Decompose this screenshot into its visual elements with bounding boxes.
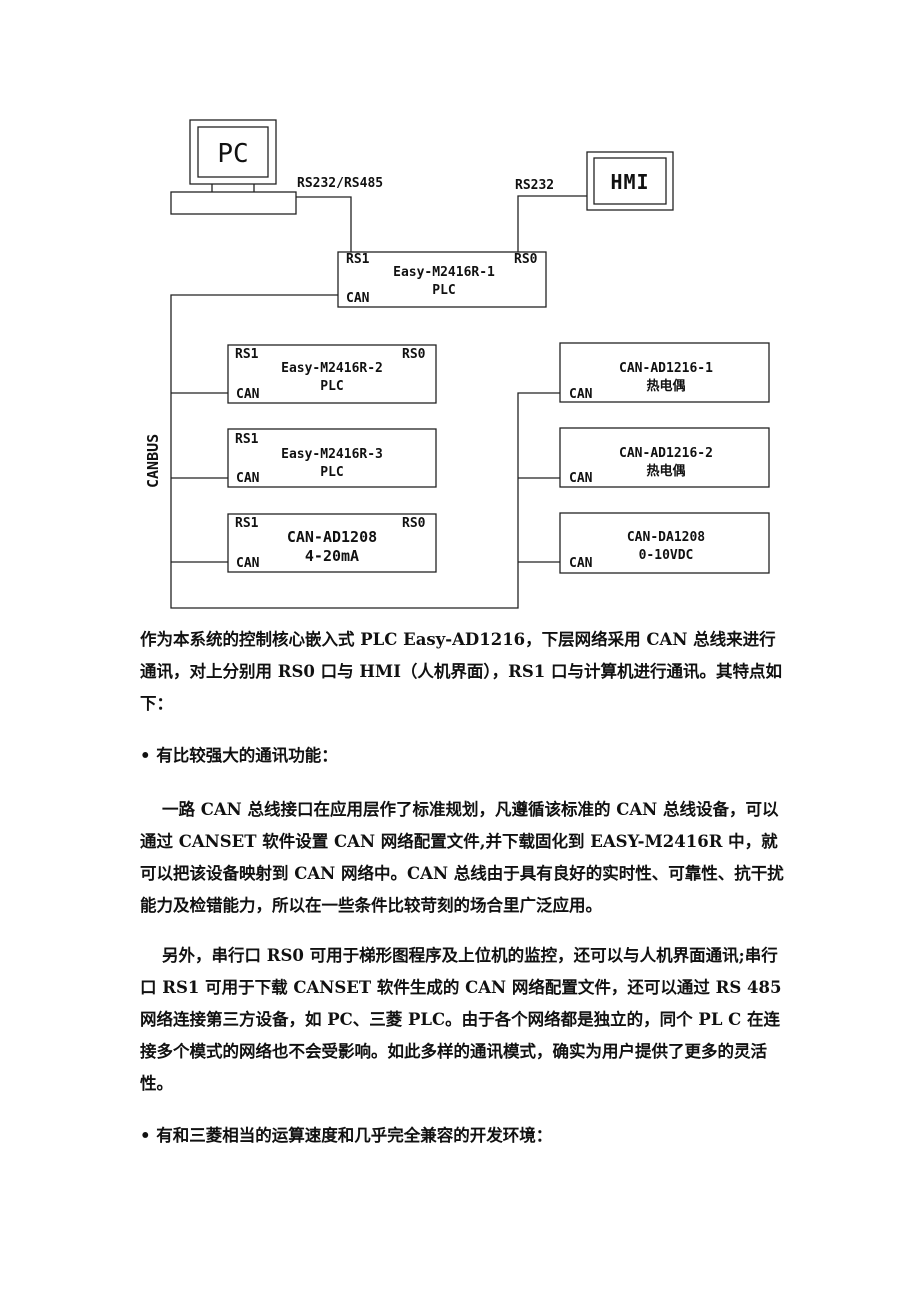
can-paragraph: 一路 CAN 总线接口在应用层作了标准规划，凡遵循该标准的 CAN 总线设备，可… — [140, 800, 784, 915]
right-node-can: CAN — [569, 556, 593, 571]
canbus-label: CANBUS — [144, 434, 162, 488]
hmi-link-label: RS232 — [515, 178, 554, 193]
right-node-name: CAN-AD1216-1 — [619, 361, 713, 376]
intro-paragraph: 作为本系统的控制核心嵌入式 PLC Easy-AD1216，下层网络采用 CAN… — [140, 630, 783, 713]
right-node-type: 热电偶 — [646, 463, 685, 479]
left-node-name: Easy-M2416R-2 — [281, 361, 383, 376]
hmi-link-line — [517, 195, 587, 252]
pc-label: PC — [217, 139, 248, 169]
main-plc-name: Easy-M2416R-1 — [393, 265, 495, 280]
network-topology-diagram: PC HMI RS232/RS485 RS232 CANBUS RS1 RS0 … — [144, 119, 770, 609]
right-node-name: CAN-AD1216-2 — [619, 446, 713, 461]
left-node-rs0: RS0 — [402, 347, 426, 362]
main-plc-box — [337, 251, 547, 308]
right-node-box — [559, 512, 770, 574]
left-node-box — [227, 344, 437, 404]
left-node-name: CAN-AD1208 — [287, 528, 377, 546]
main-plc-rs0: RS0 — [514, 252, 538, 267]
left-node-rs1: RS1 — [235, 347, 259, 362]
right-node-box — [559, 427, 770, 488]
left-node-rs1: RS1 — [235, 516, 259, 531]
bullet-speed: • 有和三菱相当的运算速度和几乎完全兼容的开发环境： — [140, 1126, 553, 1145]
right-node-type: 热电偶 — [646, 378, 685, 394]
right-node-can: CAN — [569, 387, 593, 402]
canbus-left-line — [170, 294, 560, 609]
pc-link-line — [296, 196, 352, 252]
document-body: 作为本系统的控制核心嵌入式 PLC Easy-AD1216，下层网络采用 CAN… — [140, 624, 788, 1152]
left-node-type: PLC — [320, 465, 343, 480]
pc-link-label: RS232/RS485 — [297, 176, 383, 191]
bullet-communication: • 有比较强大的通讯功能： — [140, 746, 338, 765]
main-plc-rs1: RS1 — [346, 252, 370, 267]
main-plc-type: PLC — [432, 283, 455, 298]
left-node-type: 4-20mA — [305, 547, 359, 565]
left-node-can: CAN — [236, 471, 260, 486]
left-node-box — [227, 428, 437, 488]
left-node-can: CAN — [236, 387, 260, 402]
left-node-box — [227, 513, 437, 573]
left-node-name: Easy-M2416R-3 — [281, 447, 383, 462]
left-node-type: PLC — [320, 379, 343, 394]
main-plc-can: CAN — [346, 291, 370, 306]
right-node-can: CAN — [569, 471, 593, 486]
right-node-type: 0-10VDC — [639, 548, 694, 563]
left-node-can: CAN — [236, 556, 260, 571]
right-node-box — [559, 342, 770, 403]
right-node-name: CAN-DA1208 — [627, 530, 705, 545]
hmi-label: HMI — [610, 170, 649, 194]
pc-icon — [170, 119, 297, 215]
left-node-rs1: RS1 — [235, 432, 259, 447]
hmi-icon — [586, 151, 674, 211]
serial-paragraph: 另外，串行口 RS0 可用于梯形图程序及上位机的监控，还可以与人机界面通讯;串行… — [140, 946, 782, 1093]
left-node-rs0: RS0 — [402, 516, 426, 531]
